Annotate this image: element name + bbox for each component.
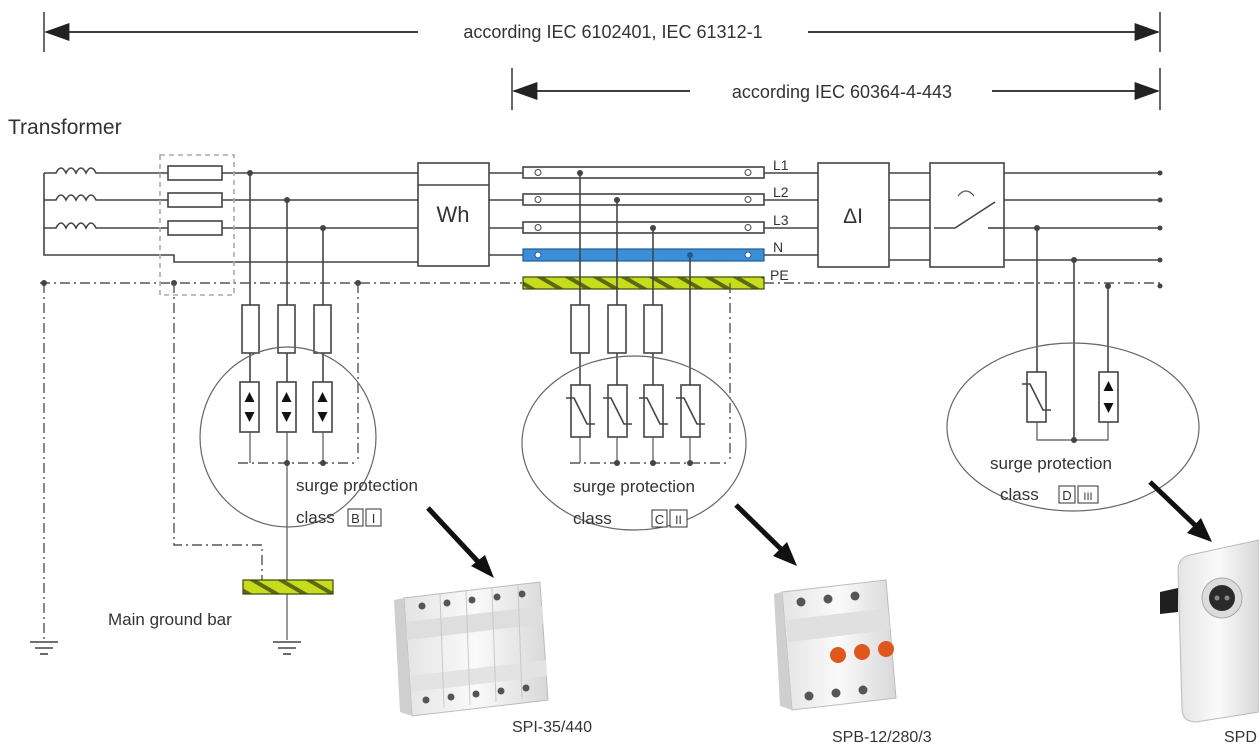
product-spb-12-280-3-image bbox=[774, 579, 897, 711]
label-l1: L1 bbox=[773, 157, 789, 173]
stage-1-class-codes: B I bbox=[347, 508, 382, 527]
stage-3-code-2: III bbox=[1083, 491, 1092, 503]
main-ground-bar bbox=[242, 579, 334, 595]
stage-1-code-1: B bbox=[351, 511, 360, 526]
stage-3-class-word: class bbox=[1000, 485, 1039, 504]
stage-3-code-1: D bbox=[1062, 488, 1071, 503]
product-spd-label: SPD bbox=[1224, 729, 1257, 746]
stage-2-ellipse bbox=[521, 355, 747, 531]
energy-meter: Wh bbox=[417, 162, 490, 267]
line-labels: L1 L2 L3 N PE bbox=[770, 157, 789, 283]
stage-3-product-arrow bbox=[1148, 480, 1200, 530]
transformer-label: Transformer bbox=[8, 116, 122, 139]
meter-label: Wh bbox=[437, 202, 470, 227]
stage-3-surge-label: surge protection bbox=[990, 454, 1112, 473]
outer-scope-dimension: according IEC 6102401, IEC 61312-1 bbox=[43, 12, 1161, 52]
stage-2-code-2: II bbox=[675, 513, 682, 527]
stage-2-code-1: C bbox=[655, 512, 664, 527]
stage-2-class-word: class bbox=[573, 509, 612, 528]
distribution-busbars bbox=[522, 166, 765, 290]
outer-scope-label: according IEC 6102401, IEC 61312-1 bbox=[463, 22, 762, 42]
main-ground-bar-label: Main ground bar bbox=[108, 610, 232, 629]
stage-1-ellipse bbox=[199, 346, 377, 528]
pe-wire bbox=[30, 280, 1160, 655]
label-n: N bbox=[773, 239, 783, 255]
stage-2-circuit bbox=[566, 170, 731, 466]
stage-2-surge-label: surge protection bbox=[573, 477, 695, 496]
inner-scope-dimension: according IEC 60364-4-443 bbox=[511, 68, 1161, 110]
stage-2-product-arrow bbox=[734, 503, 786, 554]
stage-2-class-codes: C II bbox=[651, 509, 688, 528]
fuse-enclosure bbox=[159, 154, 235, 296]
stage-1-circuit bbox=[173, 170, 359, 655]
stage-1-class-word: class bbox=[296, 508, 335, 527]
stage-1-product-arrow bbox=[426, 506, 484, 568]
circuit-breaker bbox=[929, 162, 1005, 268]
label-l2: L2 bbox=[773, 184, 789, 200]
transformer-coils bbox=[43, 167, 112, 230]
main-fuses bbox=[159, 154, 235, 296]
product-spi-35-440-image bbox=[394, 581, 549, 717]
product-spd-image bbox=[1160, 539, 1259, 723]
product-spb-12-280-3-label: SPB-12/280/3 bbox=[832, 729, 932, 746]
stage-3-circuit bbox=[1022, 225, 1119, 443]
stage-1-surge-label: surge protection bbox=[296, 476, 418, 495]
label-l3: L3 bbox=[773, 212, 789, 228]
inner-scope-label: according IEC 60364-4-443 bbox=[732, 82, 952, 102]
rcd: ΔI bbox=[817, 162, 890, 268]
product-spi-35-440-label: SPI-35/440 bbox=[512, 719, 592, 736]
stage-3-ellipse bbox=[946, 342, 1200, 512]
stage-1-code-2: I bbox=[372, 511, 376, 526]
neutral-bar bbox=[522, 248, 765, 262]
stage-3-class-codes: D III bbox=[1058, 485, 1099, 504]
pe-bar bbox=[522, 276, 765, 290]
rcd-label: ΔI bbox=[843, 205, 863, 228]
label-pe: PE bbox=[770, 267, 789, 283]
